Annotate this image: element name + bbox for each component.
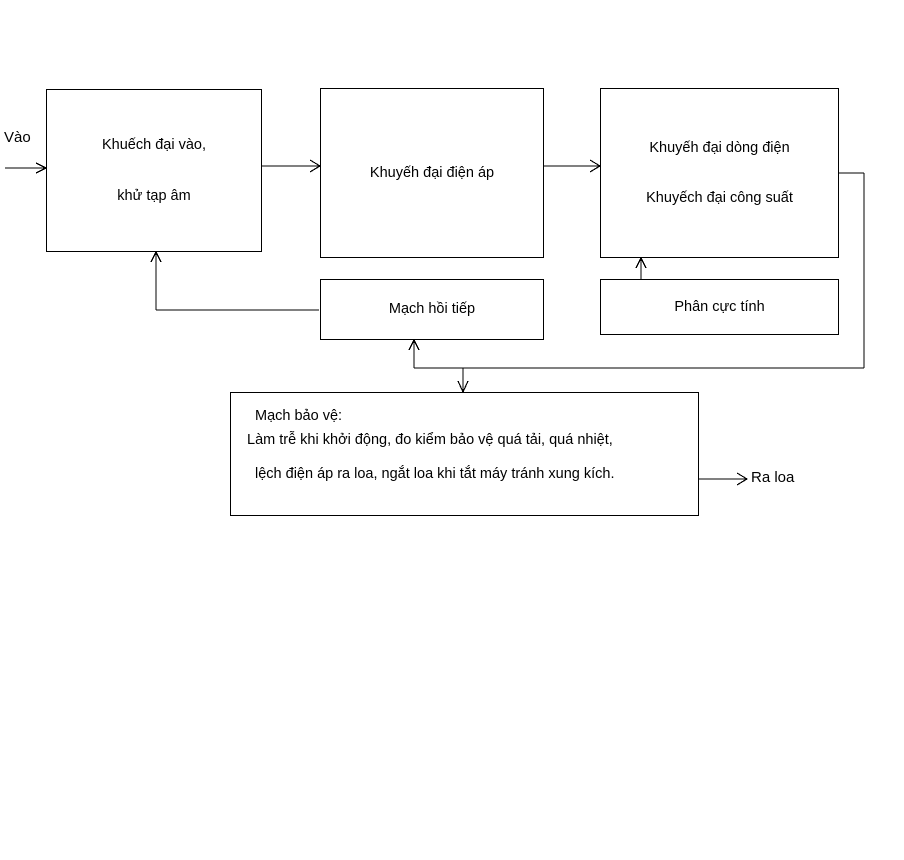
block-input-amplifier-line2: khử tạp âm <box>117 187 191 204</box>
block-input-amplifier-line1: Khuếch đại vào, <box>102 137 206 154</box>
block-feedback-circuit[interactable]: Mạch hồi tiếp <box>320 279 544 340</box>
block-protection-circuit-line1: Mạch bảo vệ: <box>255 408 343 424</box>
connector-input-amp-to-voltage-amp <box>262 159 322 173</box>
connector-input-to-input-amp <box>5 162 48 174</box>
block-protection-circuit-line3: lệch điện áp ra loa, ngắt loa khi tắt má… <box>255 466 615 483</box>
connector-voltage-amp-to-power-amp <box>544 159 602 173</box>
block-protection-circuit[interactable]: Mạch bảo vệ: Làm trễ khi khởi động, đo k… <box>230 392 699 516</box>
block-bias-circuit-line1: Phân cực tính <box>674 298 765 315</box>
block-current-power-amplifier-line1: Khuyếh đại dòng điện <box>649 139 790 156</box>
connector-feedback-to-input-amp <box>150 250 319 311</box>
label-output: Ra loa <box>751 469 795 486</box>
connector-rail-to-protection <box>457 368 469 394</box>
connector-bias-to-power-amp <box>635 256 647 279</box>
block-voltage-amplifier[interactable]: Khuyếh đại điện áp <box>320 88 544 258</box>
label-input: Vào <box>4 129 31 146</box>
block-input-amplifier[interactable]: Khuếch đại vào, khử tạp âm <box>46 89 262 252</box>
connector-protection-to-output <box>699 472 749 486</box>
block-current-power-amplifier-line2: Khuyếch đại công suất <box>646 190 793 206</box>
block-protection-circuit-line2: Làm trễ khi khởi động, đo kiểm bảo vệ qu… <box>247 432 613 449</box>
block-bias-circuit[interactable]: Phân cực tính <box>600 279 839 335</box>
block-voltage-amplifier-line1: Khuyếh đại điện áp <box>369 164 495 181</box>
block-feedback-circuit-line1: Mạch hồi tiếp <box>388 301 476 318</box>
connector-rail-to-feedback <box>408 338 420 368</box>
block-current-power-amplifier[interactable]: Khuyếh đại dòng điện Khuyếch đại công su… <box>600 88 839 258</box>
